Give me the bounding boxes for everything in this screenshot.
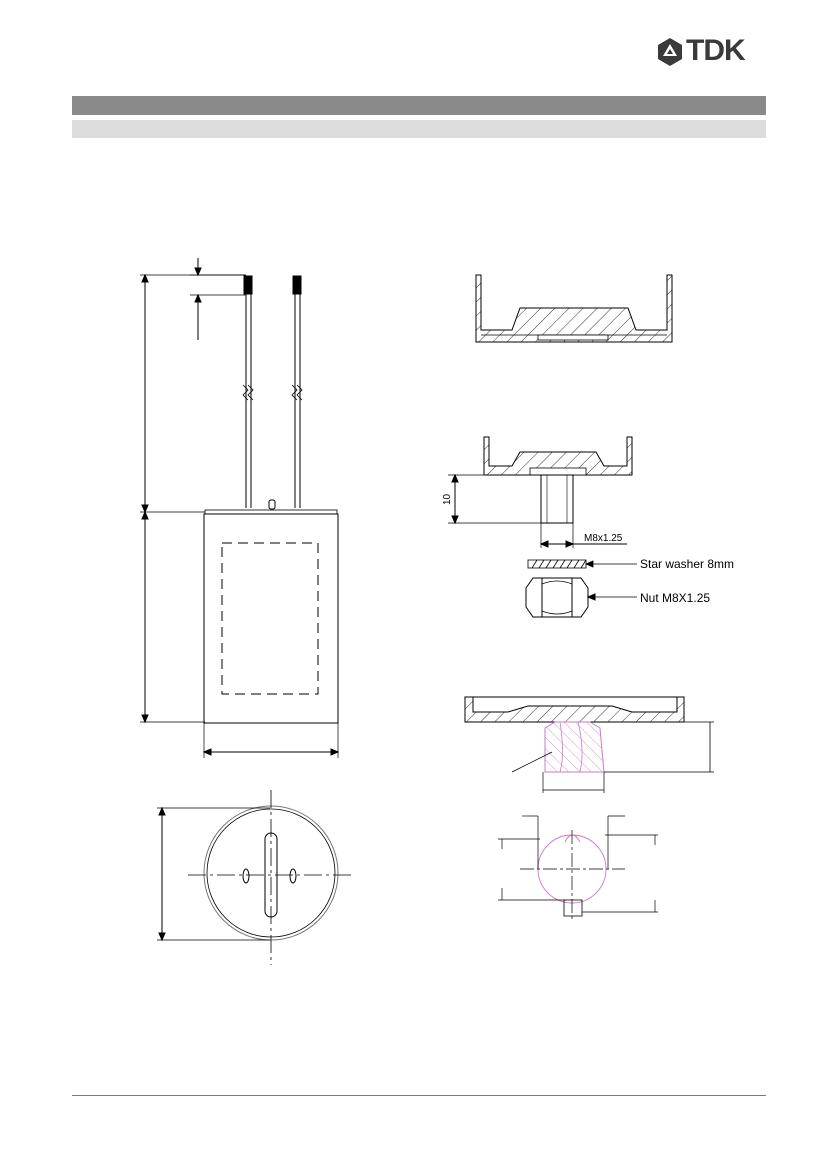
header-bar xyxy=(72,96,766,115)
brand-logo-text: TDK xyxy=(686,34,746,67)
tdk-logo-icon xyxy=(658,38,682,66)
nut-drawing xyxy=(525,577,637,618)
section-view-1 xyxy=(475,274,673,343)
nut-label: Nut M8X1.25 xyxy=(640,591,710,605)
star-washer-label: Star washer 8mm xyxy=(640,557,734,571)
footer-rule xyxy=(72,1095,766,1096)
thread-label: M8x1.25 xyxy=(584,533,623,544)
section-view-2 xyxy=(448,436,633,548)
side-view xyxy=(140,258,340,758)
star-washer-drawing xyxy=(527,559,637,569)
stud-top-view xyxy=(498,815,658,920)
dim-10-label: 10 xyxy=(442,493,453,505)
subheader-bar xyxy=(72,120,766,138)
section-view-3 xyxy=(464,696,714,793)
top-view xyxy=(157,790,352,965)
